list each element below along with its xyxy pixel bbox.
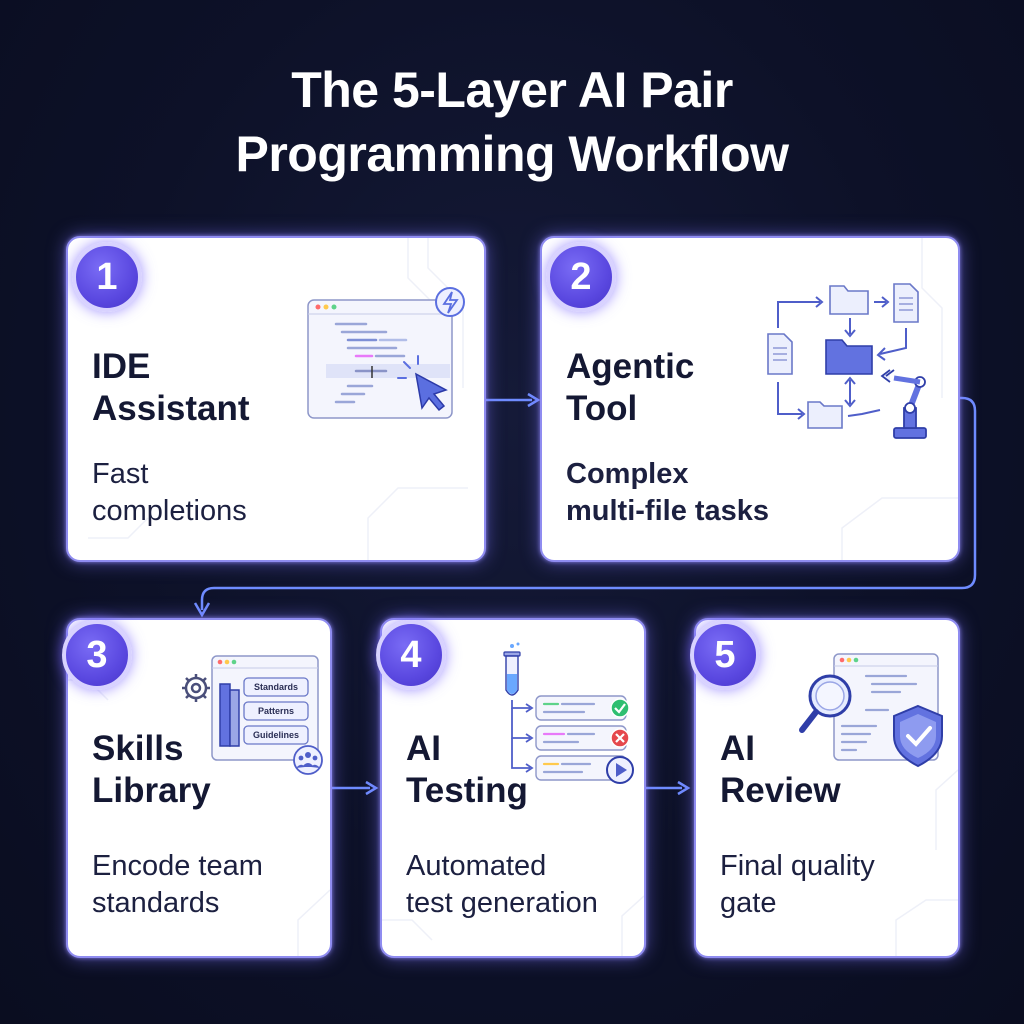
layer-card-4: AI Testing Automated test generation xyxy=(380,618,646,958)
layer-card-2: Agentic Tool Complex multi-file tasks xyxy=(540,236,960,562)
layer-title: Agentic Tool xyxy=(566,347,695,428)
layer-number-badge-2: 2 xyxy=(546,242,616,312)
layer-title: AI Review xyxy=(720,729,841,810)
layer-description: Encode team standards xyxy=(92,850,263,919)
icon-label-guidelines: Guidelines xyxy=(253,730,299,740)
layer-description: Automated test generation xyxy=(406,850,598,919)
layer-description: Final quality gate xyxy=(720,850,875,919)
connector-2-3 xyxy=(193,396,977,618)
connector-4-5 xyxy=(644,780,691,796)
layer-description: Fast completions xyxy=(92,458,247,527)
layer-number-badge-1: 1 xyxy=(72,242,142,312)
skills-library-icon: Standards Patterns Guidelines xyxy=(182,655,323,775)
layer-number-badge-4: 4 xyxy=(376,620,446,690)
icon-label-patterns: Patterns xyxy=(258,706,294,716)
magnifier-shield-icon xyxy=(799,653,943,768)
connector-3-4 xyxy=(332,780,379,796)
title-line-2: Programming Workflow xyxy=(235,126,789,182)
layer-description: Complex multi-file tasks xyxy=(566,458,770,527)
layer-title: AI Testing xyxy=(406,729,528,810)
multi-file-robot-arm-icon xyxy=(767,283,927,439)
test-tube-results-icon xyxy=(503,642,634,784)
icon-label-standards: Standards xyxy=(254,682,298,692)
layer-number-badge-5: 5 xyxy=(690,620,760,690)
layer-title: Skills Library xyxy=(92,729,211,810)
code-editor-cursor-icon xyxy=(307,287,465,419)
layer-number-badge-3: 3 xyxy=(62,620,132,690)
layer-title: IDE Assistant xyxy=(92,347,250,428)
connector-1-2 xyxy=(486,392,541,408)
page-title: The 5-Layer AI Pair Programming Workflow xyxy=(0,58,1024,186)
title-line-1: The 5-Layer AI Pair xyxy=(291,62,733,118)
